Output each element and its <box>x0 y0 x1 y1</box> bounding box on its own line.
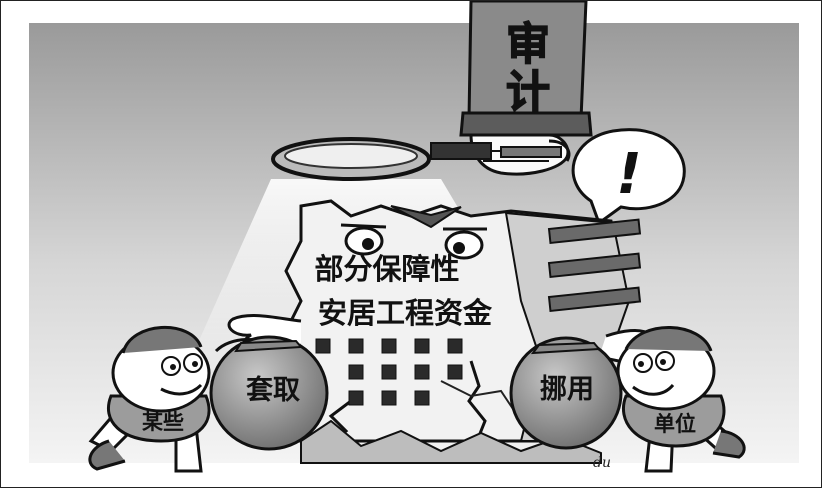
left-money-bag <box>209 335 329 451</box>
right-person-label: 单位 <box>654 412 696 436</box>
auditor-label-top: 审 <box>506 19 550 70</box>
building-eyes <box>340 223 487 260</box>
alert-speech-bubble <box>571 128 686 226</box>
building-windows <box>315 338 463 406</box>
left-person-label: 某些 <box>142 410 184 434</box>
artist-signature: du <box>593 455 611 471</box>
building-label-line1: 部分保障性 <box>314 252 459 286</box>
magnifying-glass-icon <box>271 137 562 181</box>
left-person <box>88 326 211 473</box>
building-label-line2: 安居工程资金 <box>318 296 493 330</box>
right-bag-label: 挪用 <box>540 374 594 405</box>
alert-exclamation-icon: ! <box>616 142 642 207</box>
left-bag-label: 套取 <box>246 375 300 406</box>
right-money-bag <box>509 336 623 450</box>
auditor-label-bottom: 计 <box>506 67 550 118</box>
